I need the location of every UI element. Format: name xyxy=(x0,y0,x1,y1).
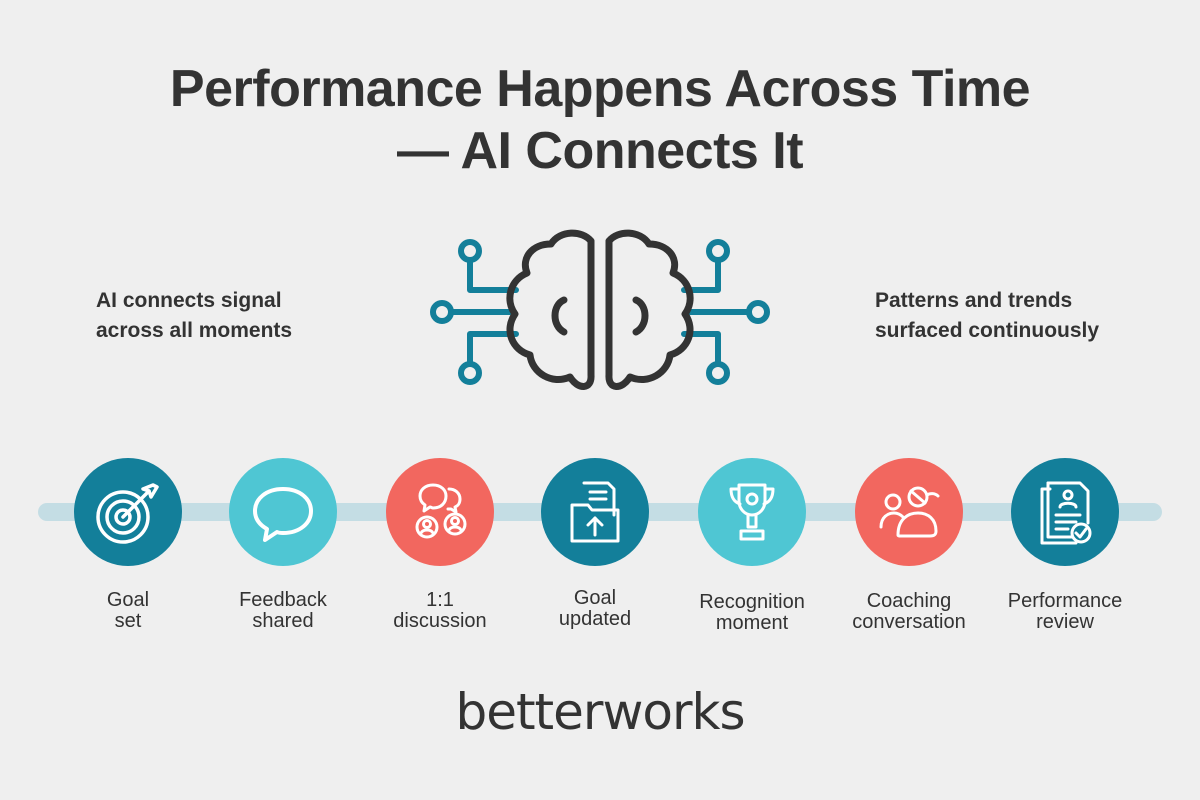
right-caption-line-2: surfaced continuously xyxy=(875,319,1100,342)
step-label-line-2: discussion xyxy=(393,610,487,632)
step-label-line-2: conversation xyxy=(852,611,966,633)
timeline-step-performance-review: Performance review xyxy=(990,458,1140,633)
step-label-line-2: shared xyxy=(252,610,314,632)
betterworks-logo: betterworks xyxy=(455,683,745,741)
step-label-line-2: moment xyxy=(715,612,789,634)
step-label: 1:1 discussion xyxy=(365,590,515,632)
timeline-step-recognition: Recognition moment xyxy=(677,458,827,634)
step-label-line-1: Recognition xyxy=(699,591,805,613)
step-label-line-2: review xyxy=(1036,611,1094,633)
step-label-line-2: updated xyxy=(558,608,632,630)
trophy-icon xyxy=(729,483,775,541)
people-chat-icon xyxy=(415,483,467,539)
step-circle xyxy=(386,458,494,566)
step-label: Feedback shared xyxy=(208,590,358,632)
title-line-1: Performance Happens Across Time xyxy=(169,60,1031,118)
step-circle xyxy=(74,458,182,566)
timeline-step-coaching: Coaching conversation xyxy=(834,458,984,633)
document-upload-icon xyxy=(570,481,620,543)
right-caption-line-1: Patterns and trends xyxy=(875,289,1073,312)
step-circle xyxy=(229,458,337,566)
step-label-line-2: set xyxy=(114,610,142,632)
timeline-step-feedback-shared: Feedback shared xyxy=(208,458,358,632)
step-label: Performance review xyxy=(990,591,1140,633)
step-label-line-1: Feedback xyxy=(239,589,327,611)
page-title: Performance Happens Across Time — AI Con… xyxy=(0,58,1200,182)
title-line-2: — AI Connects It xyxy=(396,122,804,180)
step-circle xyxy=(1011,458,1119,566)
right-caption: Patterns and trends surfaced continuousl… xyxy=(875,286,1165,346)
target-icon xyxy=(96,483,159,544)
step-label-line-1: Goal xyxy=(573,587,617,609)
step-label: Goal set xyxy=(53,590,203,632)
left-caption-line-2: across all moments xyxy=(96,319,293,342)
left-caption-line-1: AI connects signal xyxy=(96,289,282,312)
step-label-line-1: Coaching xyxy=(866,590,952,612)
step-label: Coaching conversation xyxy=(834,591,984,633)
timeline-step-one-on-one: 1:1 discussion xyxy=(365,458,515,632)
speech-bubble-icon xyxy=(253,487,313,542)
timeline-step-goal-set: Goal set xyxy=(53,458,203,632)
step-circle xyxy=(855,458,963,566)
review-document-icon xyxy=(1040,481,1092,545)
timeline-step-goal-updated: Goal updated xyxy=(520,458,670,630)
step-label-line-1: Goal xyxy=(106,589,150,611)
step-circle xyxy=(698,458,806,566)
step-label-line-1: 1:1 xyxy=(426,589,454,611)
left-caption: AI connects signal across all moments xyxy=(96,286,356,346)
brain-circuit-icon xyxy=(430,229,770,390)
step-label: Goal updated xyxy=(520,588,670,630)
step-label: Recognition moment xyxy=(677,592,827,634)
step-circle xyxy=(541,458,649,566)
step-label-line-1: Performance xyxy=(1007,590,1123,612)
coaching-icon xyxy=(879,486,940,538)
